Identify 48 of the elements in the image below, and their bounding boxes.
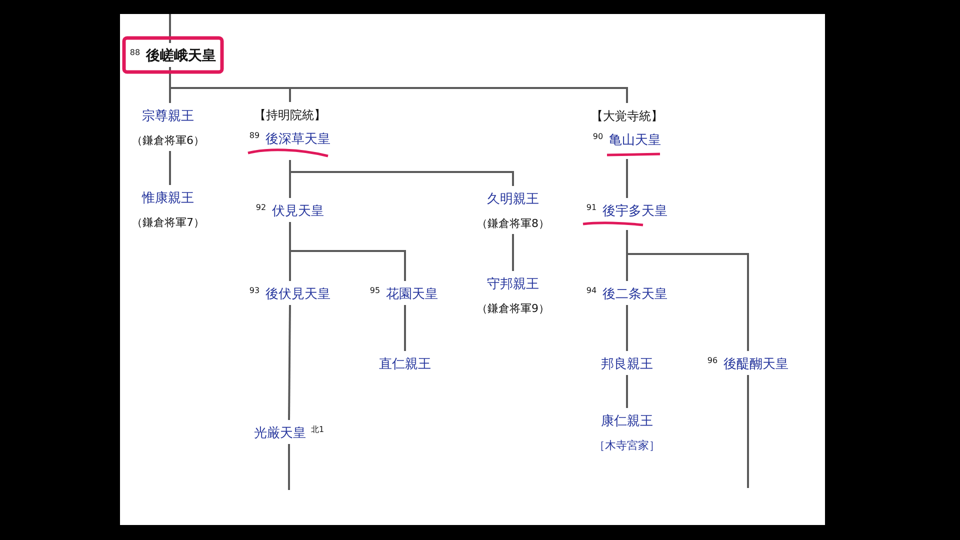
person-name: 後深草天皇 [266,132,331,147]
title-note: （鎌倉将軍9） [476,302,550,315]
person-name: 守邦親王 [487,277,539,292]
reign-number: 95 [370,286,380,295]
person-name: 後二条天皇 [602,287,668,302]
reign-number: 90 [592,132,604,141]
person-name: 後醍醐天皇 [724,357,789,372]
reign-number: 89 [249,131,260,140]
reign-number: 93 [249,286,260,295]
title-note: （鎌倉将軍6） [132,134,204,147]
reign-number: 88 [130,48,140,57]
reign-number: 92 [256,203,266,212]
tree-line [404,305,406,351]
tree-line [626,159,628,198]
person-name: 宗尊親王 [142,109,194,124]
person-name: 惟康親王 [142,191,194,206]
tree-line [626,375,628,408]
reign-number: 96 [707,356,718,365]
tree-line [747,375,749,488]
title-note: （鎌倉将軍7） [132,216,204,229]
lineage-heading: 【持明院統】 [254,108,326,122]
person-name: 康仁親王 [601,414,653,429]
person-name: 光厳天皇 [254,426,306,441]
tree-line [288,444,290,490]
person-name: 後宇多天皇 [602,204,668,219]
person-name: 亀山天皇 [609,133,662,148]
reign-number: 北1 [310,425,324,434]
person-name: 伏見天皇 [272,204,324,219]
tree-line [169,67,628,103]
tree-line [288,304,291,420]
house-note: ［木寺宮家］ [594,439,660,452]
tree-line [289,222,406,281]
person-name: 後伏見天皇 [266,287,331,302]
tree-line [626,230,749,351]
tree-line [512,234,514,271]
tree-line [169,151,171,185]
person-name: 邦良親王 [601,357,653,372]
tree-line [626,305,628,351]
reign-number: 94 [586,286,597,295]
person-name: 後嵯峨天皇 [146,48,216,64]
tree-line [169,14,171,43]
tree-line [289,160,514,186]
person-name: 久明親王 [487,192,539,207]
person-name: 直仁親王 [379,357,431,372]
person-name: 花園天皇 [386,287,438,302]
reign-number: 91 [586,203,597,212]
title-note: （鎌倉将軍8） [476,217,550,230]
lineage-heading: 【大覚寺統】 [591,109,663,123]
